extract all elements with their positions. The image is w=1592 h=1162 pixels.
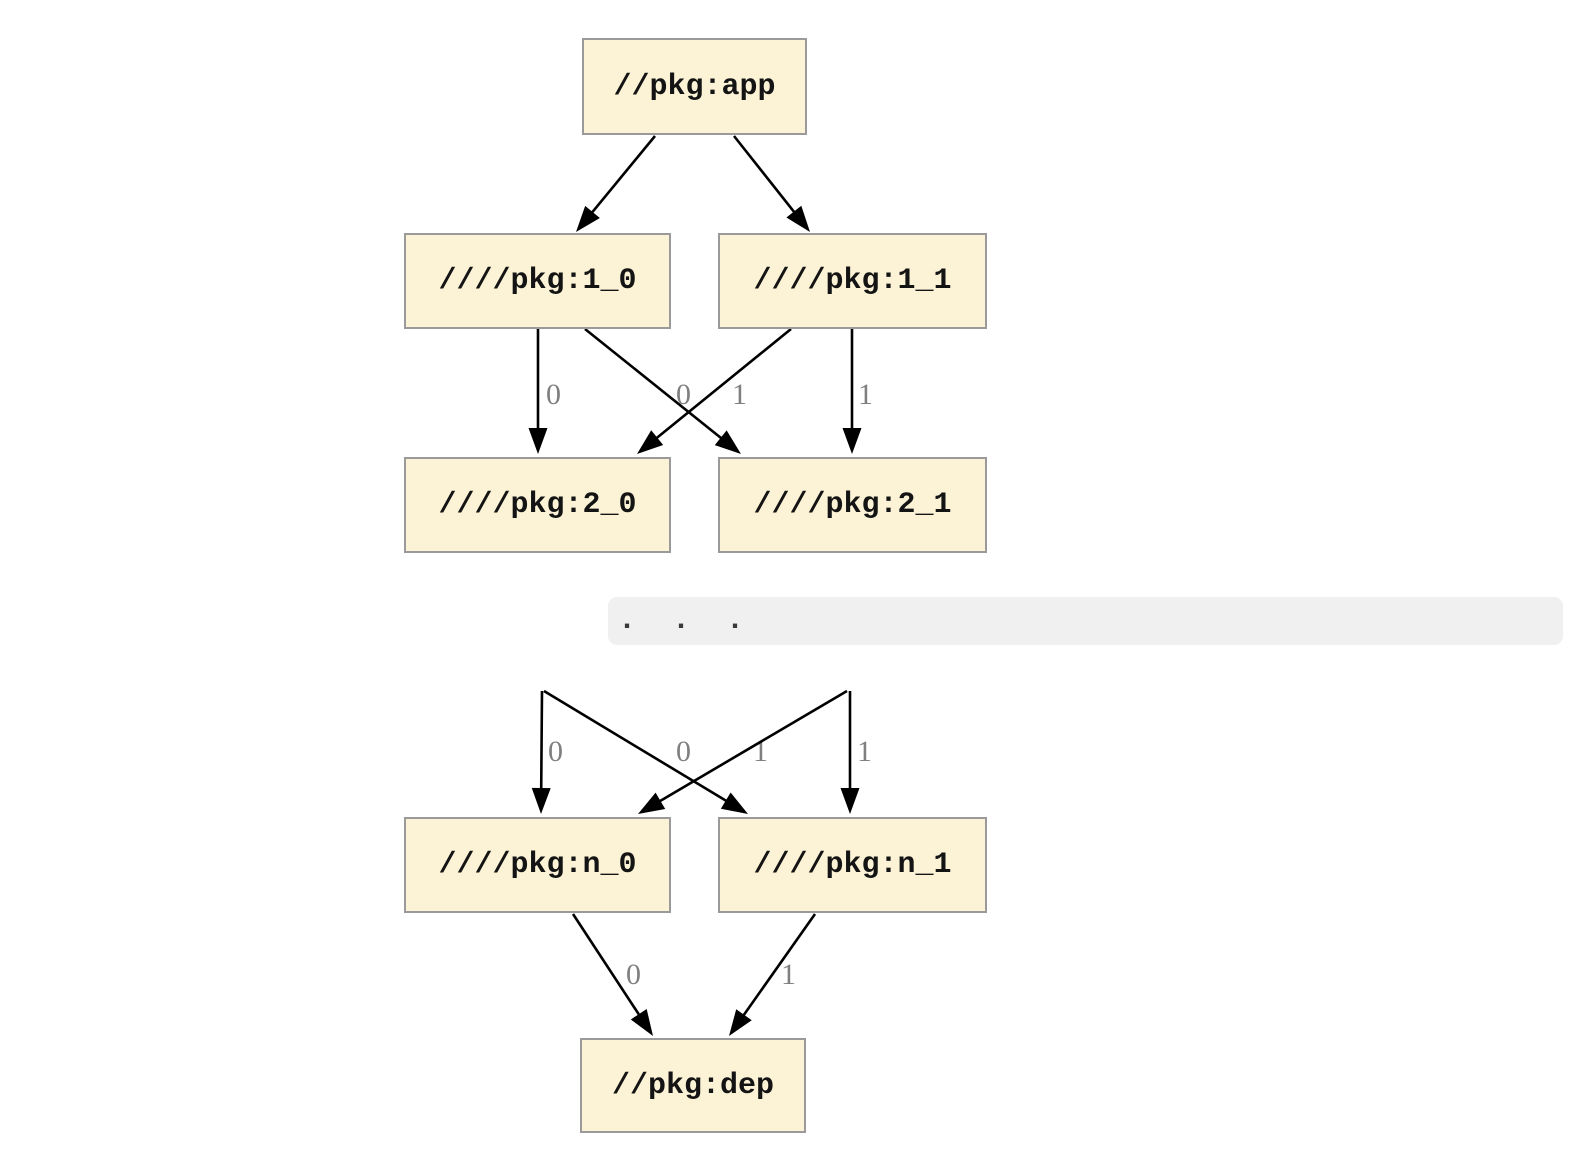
graph-edge-1_0-to-2_1 [584,327,726,442]
edge-label: 0 [548,735,563,768]
node-label: ////pkg:2_1 [753,488,952,522]
arrowhead-icon [729,1009,752,1036]
node-pkg-2-1: ////pkg:2_1 [718,457,987,553]
edge-label: 0 [676,735,691,768]
graph-edge-app-to-1_0 [588,135,657,217]
ellipsis-band: . . . [608,597,1563,645]
arrowhead-icon [638,792,666,814]
node-label: //pkg:app [613,69,776,104]
arrowhead-icon [531,787,551,814]
node-pkg-app: //pkg:app [582,38,807,135]
arrowhead-icon [714,430,741,454]
arrowhead-icon [720,792,748,814]
edge-label: 1 [858,378,873,411]
node-label: ////pkg:1_0 [438,264,637,298]
node-pkg-n-1: ////pkg:n_1 [718,817,987,913]
arrowhead-icon [840,788,860,814]
graph-edge-1_1-to-2_0 [652,327,792,442]
edge-label: 1 [732,378,747,411]
edge-label: 1 [857,735,872,768]
edge-label: 0 [546,378,561,411]
node-label: //pkg:dep [611,1068,775,1103]
node-pkg-n-0: ////pkg:n_0 [404,817,671,913]
node-label: ////pkg:n_0 [438,848,637,882]
edge-label: 0 [676,378,691,411]
arrowhead-icon [528,428,548,454]
node-pkg-1-1: ////pkg:1_1 [718,233,987,329]
arrowhead-icon [576,205,600,232]
graph-edge-ellipsis-to-n_1 [543,689,731,805]
graph-edge-n_0-to-dep [571,913,643,1020]
arrowhead-icon [637,430,664,454]
node-pkg-1-0: ////pkg:1_0 [404,233,671,329]
arrowhead-icon [842,428,862,454]
arrowhead-icon [630,1009,653,1036]
edge-label: 0 [626,958,641,991]
arrowhead-icon [786,205,810,232]
graph-edge-n_1-to-dep [740,913,817,1020]
edge-label: 1 [781,958,796,991]
node-label: ////pkg:1_1 [753,264,952,298]
graph-edge-ellipsis-to-n_0 [539,690,544,794]
node-pkg-dep: //pkg:dep [580,1038,806,1133]
node-label: ////pkg:n_1 [753,848,952,882]
graph-edge-ellipsis-to-n_0 [655,689,848,805]
node-label: ////pkg:2_0 [438,488,637,522]
node-pkg-2-0: ////pkg:2_0 [404,457,671,553]
ellipsis-label: . . . [618,604,745,638]
graph-edge-app-to-1_1 [732,135,798,217]
